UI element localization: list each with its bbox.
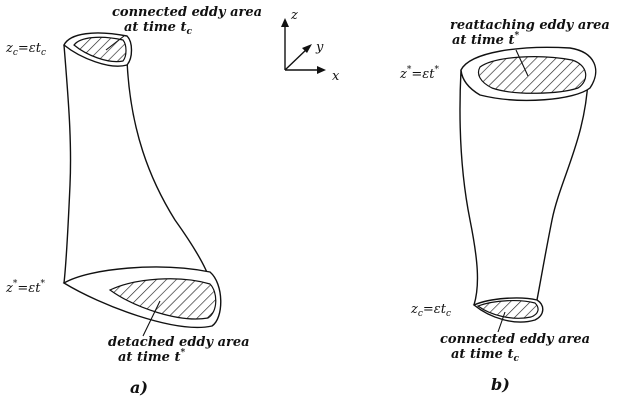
panel-b-bottom-label-line1: connected eddy area [440,332,590,347]
panel-a-top-label-line1: connected eddy area [112,5,262,20]
panel-b-bottom-leader [497,311,506,333]
y-axis [284,47,309,71]
panel-b-bottom-label-line2: at time tc [451,347,519,364]
panel-b-right-edge [535,79,589,306]
panel-b-left-edge [459,69,479,306]
panel-a-top-label-line2: at time tc [124,20,192,37]
panel-a-top-leader [105,35,125,51]
panel-b-top-hatch [477,56,587,94]
x-axis-label: x [332,69,340,84]
x-arrowhead [317,66,326,74]
panel-a-bottom-leader [142,300,161,337]
z-arrowhead [281,18,289,27]
panel-a-top-hatch [73,36,127,63]
panel-a-bottom-label-line2: at time t* [118,348,185,365]
panel-a-bottom-label-line1: detached eddy area [108,335,250,350]
panel-a-caption: a) [130,378,148,397]
y-axis-label: y [315,40,324,55]
panel-a-left-edge [63,44,72,284]
panel-b: reattaching eddy area at time t* z*=εt* … [399,18,610,394]
panel-b-level-bottom: zc=εtc [410,302,451,319]
z-axis-label: z [290,8,298,23]
panel-a-level-bottom: z*=εt* [5,279,45,296]
panel-a-level-top: zc=εtc [5,41,46,58]
panel-b-top-leader [515,49,529,77]
panel-a-bottom-hatch [108,278,217,320]
panel-b-level-top: z*=εt* [399,65,439,82]
panel-b-top-label-line1: reattaching eddy area [450,18,610,33]
panel-b-caption: b) [491,375,510,394]
panel-a: connected eddy area at time tc zc=εtc z*… [5,5,262,397]
axes-triad: z y x [281,8,340,84]
panel-b-top-label-line2: at time t* [452,31,519,48]
panel-b-bottom-hatch [476,300,539,319]
y-arrowhead [302,44,312,53]
